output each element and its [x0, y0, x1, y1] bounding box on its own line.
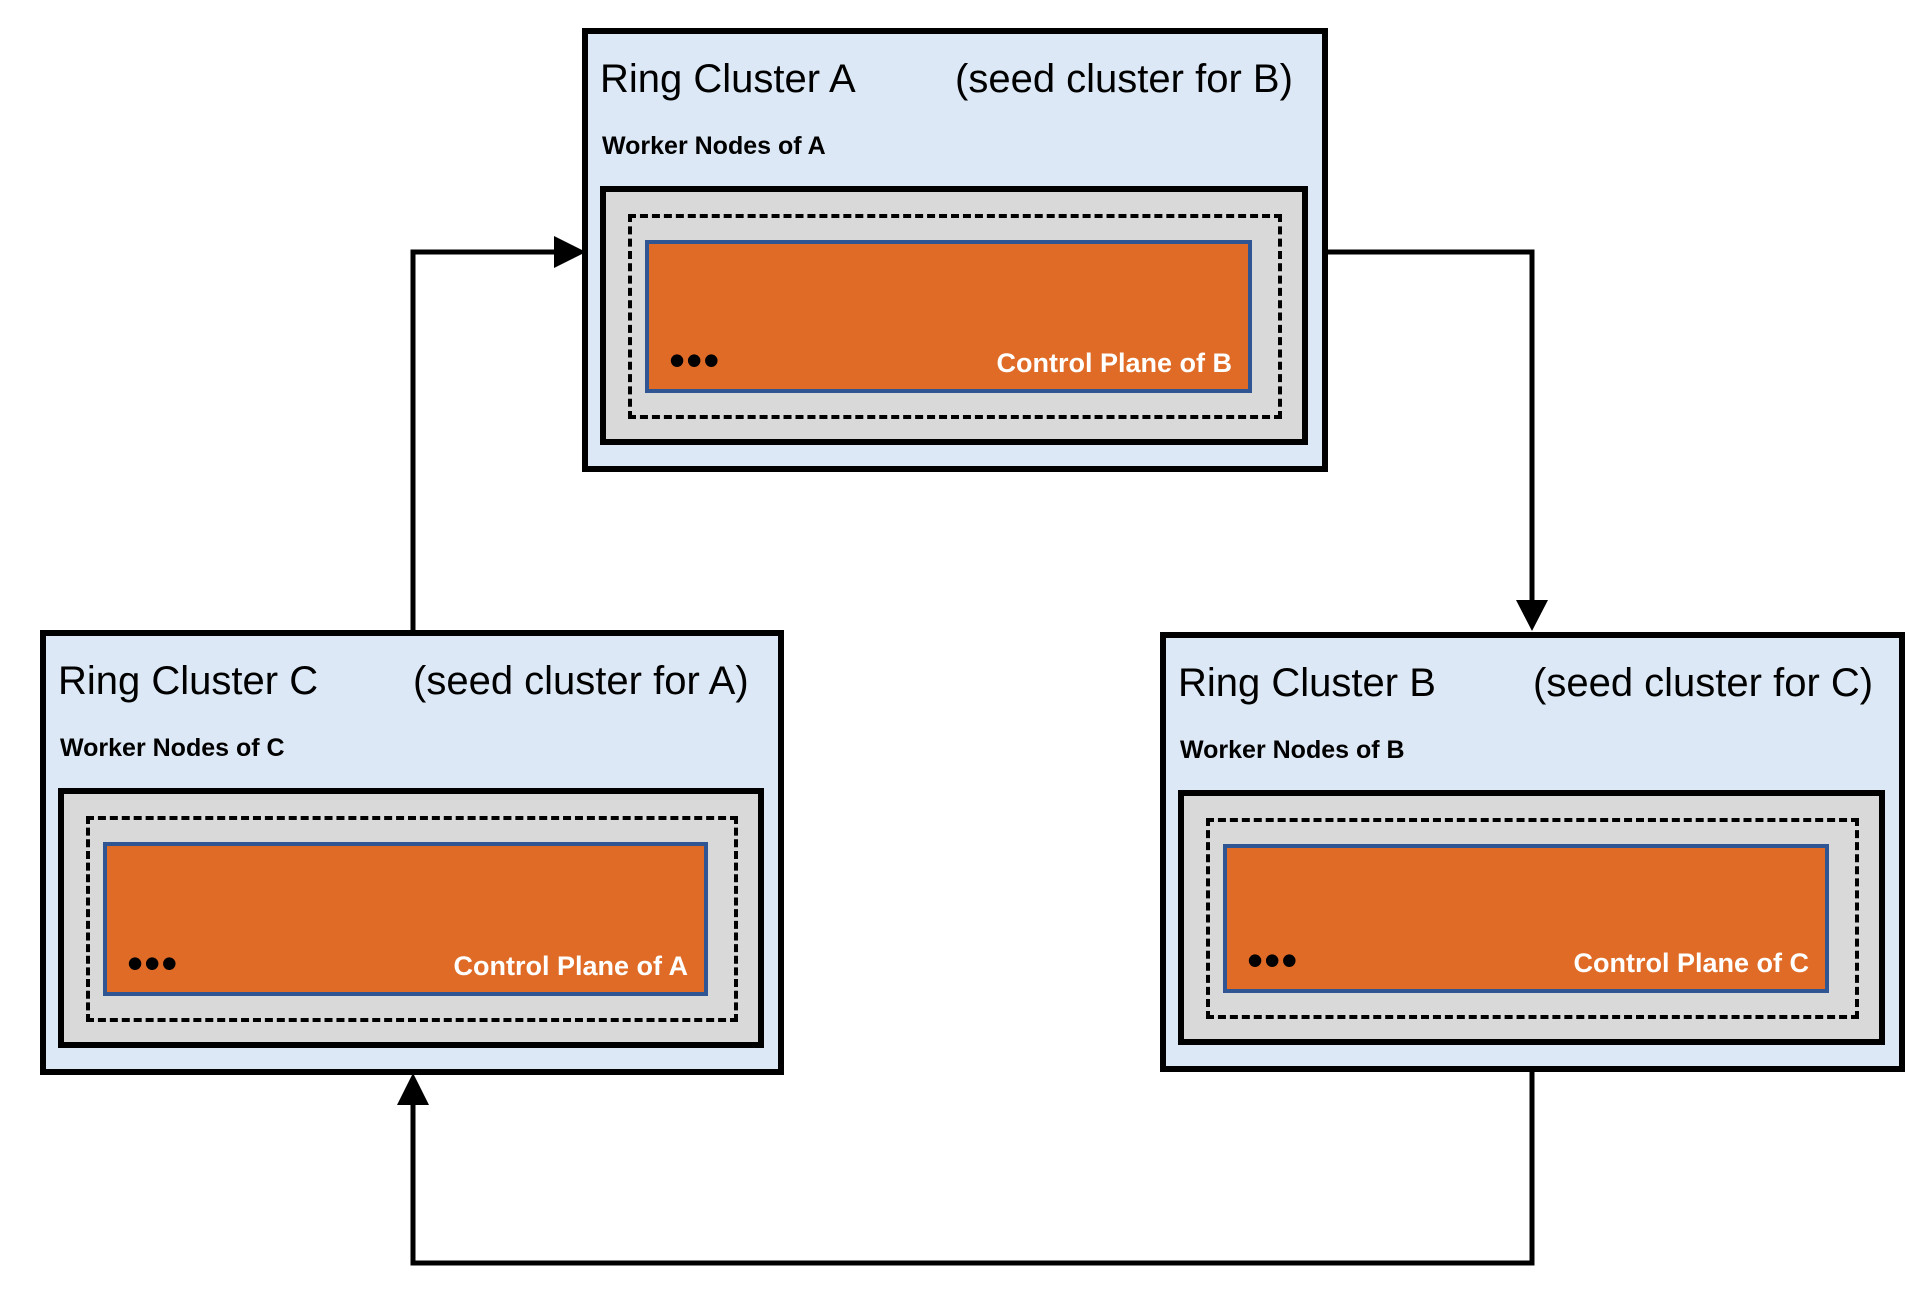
control-plane-of-b-label: Control Plane of B: [996, 348, 1233, 378]
cluster-b-dashed-boundary: ••• Control Plane of C: [1206, 818, 1859, 1019]
worker-nodes-of-c-box: ••• Control Plane of A: [58, 788, 764, 1048]
cluster-b-title: Ring Cluster B (seed cluster for C): [1178, 660, 1889, 706]
cluster-c-title: Ring Cluster C (seed cluster for A): [58, 658, 768, 704]
arrow-b-to-c-line: [410, 1068, 1535, 1266]
worker-nodes-of-b-label: Worker Nodes of B: [1180, 736, 1405, 764]
worker-nodes-of-a-label: Worker Nodes of A: [602, 132, 826, 160]
arrowhead-into-b: [1516, 600, 1548, 631]
cluster-ring-b: Ring Cluster B (seed cluster for C) Work…: [1160, 632, 1905, 1072]
cluster-c-name: Ring Cluster C: [58, 659, 319, 703]
ellipsis-dots: •••: [669, 334, 721, 386]
arrow-a-to-b-line: [1326, 249, 1535, 603]
ellipsis-dots: •••: [127, 937, 179, 989]
cluster-ring-a: Ring Cluster A (seed cluster for B) Work…: [582, 28, 1328, 472]
cluster-a-title: Ring Cluster A (seed cluster for B): [600, 56, 1312, 102]
cluster-b-name: Ring Cluster B: [1178, 661, 1436, 705]
cluster-a-dashed-boundary: ••• Control Plane of B: [628, 214, 1282, 419]
control-plane-of-a-label: Control Plane of A: [453, 951, 689, 981]
control-plane-of-b-box: ••• Control Plane of B: [645, 240, 1252, 393]
cluster-b-seed-note: (seed cluster for C): [1533, 661, 1874, 705]
arrow-c-to-a-line: [410, 249, 556, 634]
cluster-c-dashed-boundary: ••• Control Plane of A: [86, 816, 738, 1022]
worker-nodes-of-b-box: ••• Control Plane of C: [1178, 790, 1885, 1045]
cluster-a-seed-note: (seed cluster for B): [955, 57, 1293, 101]
arrowhead-into-c: [397, 1073, 429, 1105]
cluster-c-seed-note: (seed cluster for A): [413, 659, 749, 703]
control-plane-of-a-box: ••• Control Plane of A: [103, 842, 708, 996]
control-plane-of-c-label: Control Plane of C: [1573, 948, 1810, 978]
worker-nodes-of-c-label: Worker Nodes of C: [60, 734, 285, 762]
ellipsis-dots: •••: [1247, 934, 1299, 986]
cluster-ring-c: Ring Cluster C (seed cluster for A) Work…: [40, 630, 784, 1075]
cluster-a-name: Ring Cluster A: [600, 57, 856, 101]
worker-nodes-of-a-box: ••• Control Plane of B: [600, 186, 1308, 445]
control-plane-of-c-box: ••• Control Plane of C: [1223, 844, 1829, 993]
